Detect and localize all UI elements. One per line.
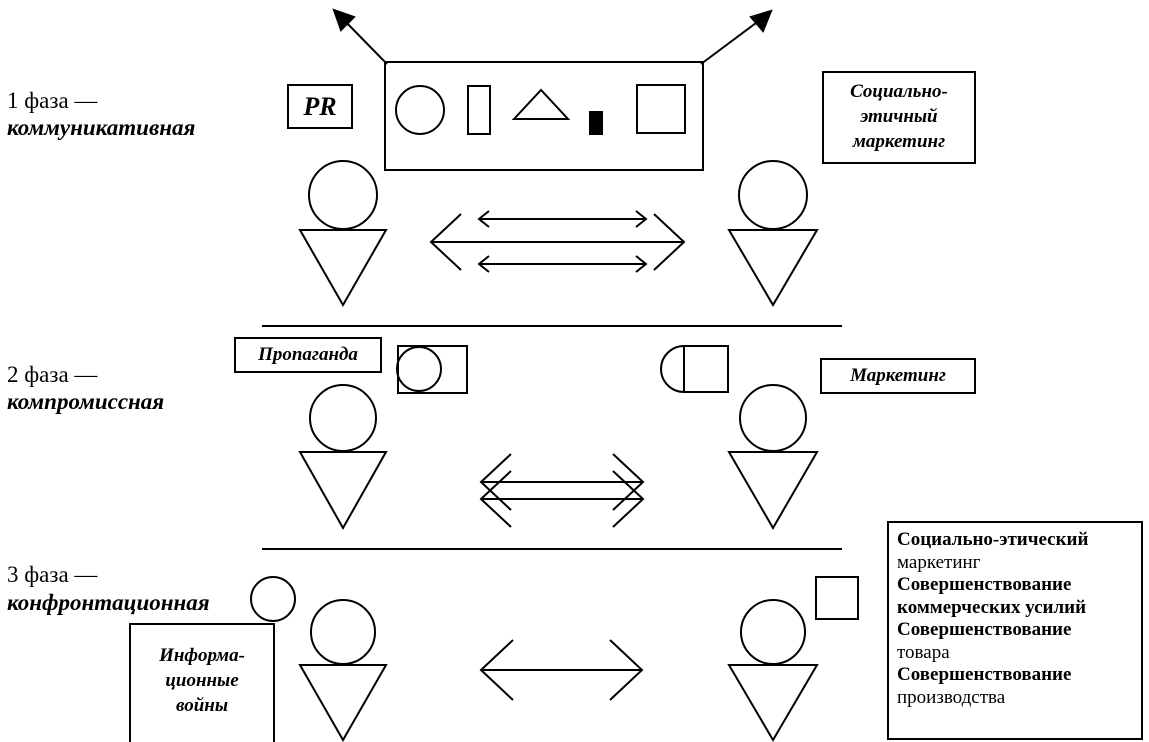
crossed-arrows-phase-2: [479, 453, 645, 528]
improvements-list-box: Социально-этический маркетинг Совершенст…: [887, 521, 1143, 740]
right-person-body-1: [727, 229, 819, 307]
list-item: Совершенствование: [897, 664, 1072, 685]
arrow-up-right-head: [749, 9, 773, 33]
list-item: Совершенствование: [897, 574, 1072, 595]
double-arrow-phase-3: [479, 639, 644, 701]
phase-3-number: 3 фаза —: [7, 562, 98, 587]
pr-box: PR: [287, 84, 353, 129]
list-item: маркетинг: [897, 551, 981, 573]
left-person-body-1: [298, 229, 388, 308]
right-person-body-2: [727, 451, 819, 530]
list-item: товара: [897, 641, 950, 663]
left-person-head-1: [308, 160, 378, 230]
small-filled-rect-icon: [589, 111, 603, 135]
phase-2-group: [298, 345, 819, 531]
right-person-body-3: [727, 664, 819, 742]
information-wars-line-1: Информа-: [159, 645, 245, 666]
double-arrows-phase-1: [429, 210, 686, 273]
list-item: Совершенствование: [897, 619, 1072, 640]
right-half-circle-icon: [660, 345, 685, 393]
circle-figure-icon: [395, 85, 445, 135]
left-person-body-3: [298, 664, 388, 742]
information-wars-line-3: войны: [175, 695, 229, 716]
left-inner-circle-icon: [396, 346, 442, 392]
left-person-head-2: [309, 384, 377, 452]
pr-label: PR: [303, 92, 337, 121]
list-item: коммерческих усилий: [897, 596, 1087, 618]
figures-box: [384, 61, 704, 171]
arrow-up-right: [700, 16, 765, 65]
left-person-body-2: [298, 451, 388, 531]
triangle-figure-icon: [511, 88, 571, 120]
propaganda-label: Пропаганда: [258, 344, 358, 365]
socio-ethical-marketing-box: Социально- этичный маркетинг: [822, 71, 976, 164]
information-wars-line-2: ционные: [165, 670, 239, 691]
phase-1-number: 1 фаза —: [7, 88, 98, 113]
left-person-head-3: [310, 599, 376, 665]
small-circle-icon: [250, 576, 296, 622]
right-person-head-2: [739, 384, 807, 452]
square-figure-icon: [636, 84, 686, 134]
small-square-icon: [815, 576, 859, 620]
propaganda-box: Пропаганда: [234, 337, 382, 373]
phase-1-group: [298, 8, 819, 308]
list-item: производства: [897, 686, 1006, 708]
phase-2-name: компромиссная: [7, 389, 165, 414]
right-square-icon: [683, 345, 729, 393]
phase-3-name: конфронтационная: [7, 590, 210, 615]
right-person-head-1: [738, 160, 808, 230]
phase-3-group: [250, 576, 859, 742]
socio-ethical-line-2: этичный: [860, 106, 938, 127]
arrow-up-left-head: [332, 8, 356, 32]
arrow-up-left: [340, 16, 388, 65]
phase-2-number: 2 фаза —: [7, 362, 98, 387]
list-item: Социально-этический: [897, 529, 1089, 550]
phase-1-name: коммуникативная: [7, 115, 196, 140]
right-person-head-3: [740, 599, 806, 665]
marketing-box: Маркетинг: [820, 358, 976, 394]
socio-ethical-line-3: маркетинг: [852, 131, 946, 152]
information-wars-box: Информа- ционные войны: [129, 623, 275, 742]
socio-ethical-line-1: Социально-: [850, 81, 948, 102]
marketing-label: Маркетинг: [850, 365, 946, 386]
rectangle-figure-icon: [467, 85, 491, 135]
